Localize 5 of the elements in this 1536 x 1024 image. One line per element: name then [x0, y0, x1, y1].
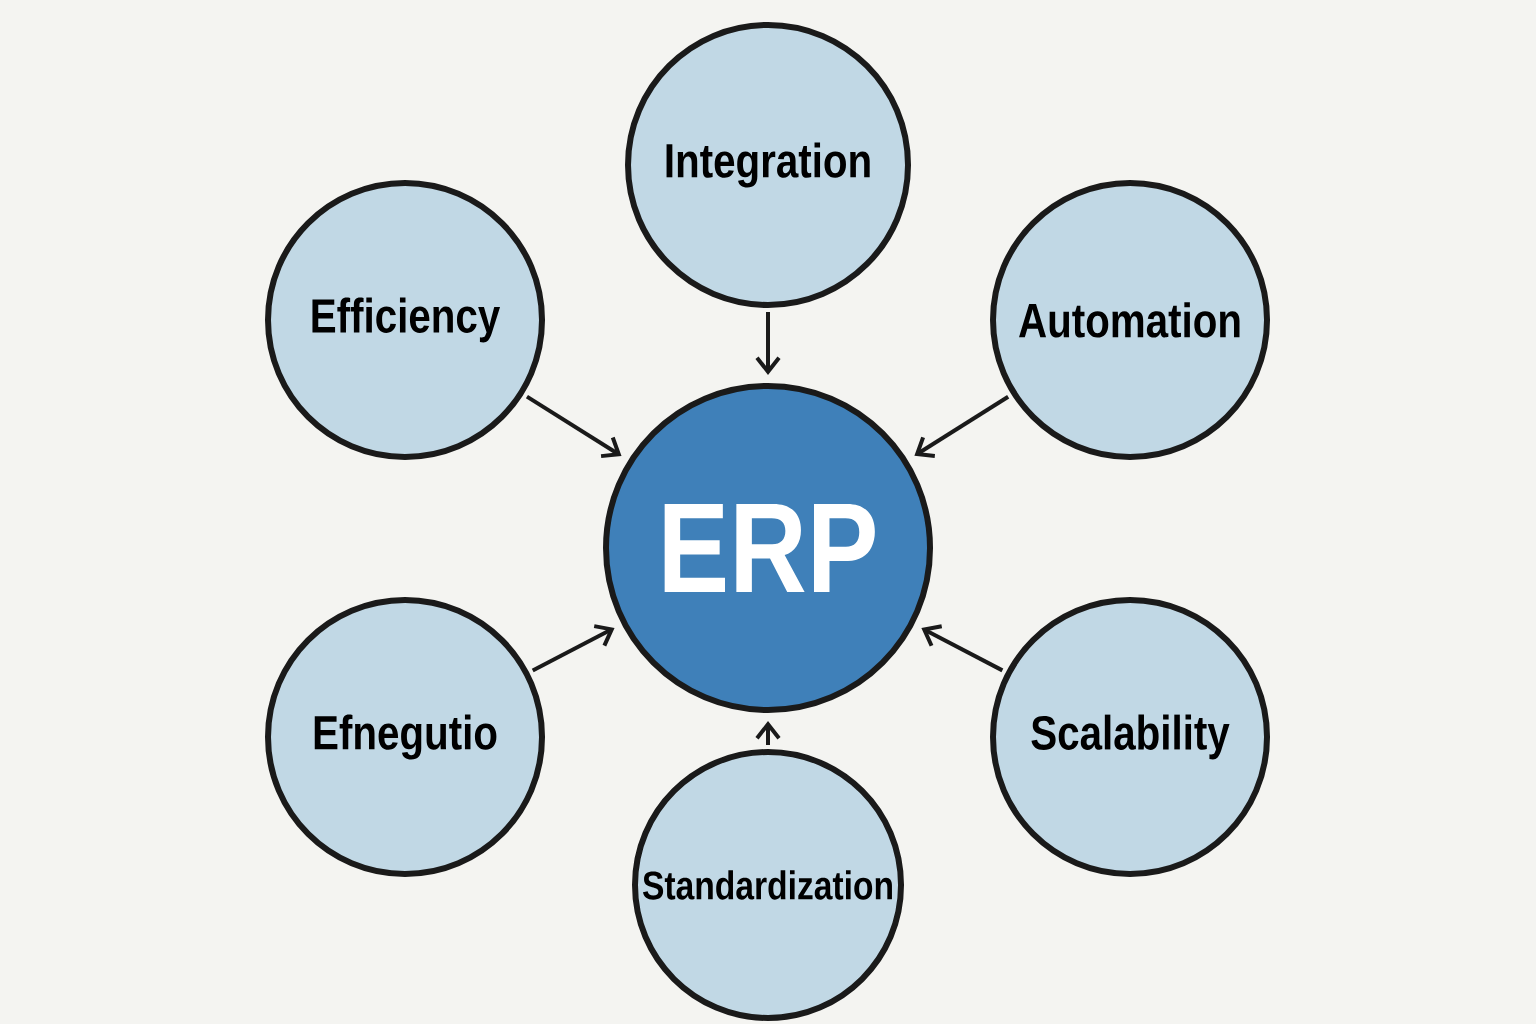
arrow	[921, 624, 1004, 673]
arrow	[531, 624, 615, 673]
arrow	[914, 395, 1010, 458]
arrow	[755, 312, 781, 375]
arrow	[525, 394, 622, 459]
